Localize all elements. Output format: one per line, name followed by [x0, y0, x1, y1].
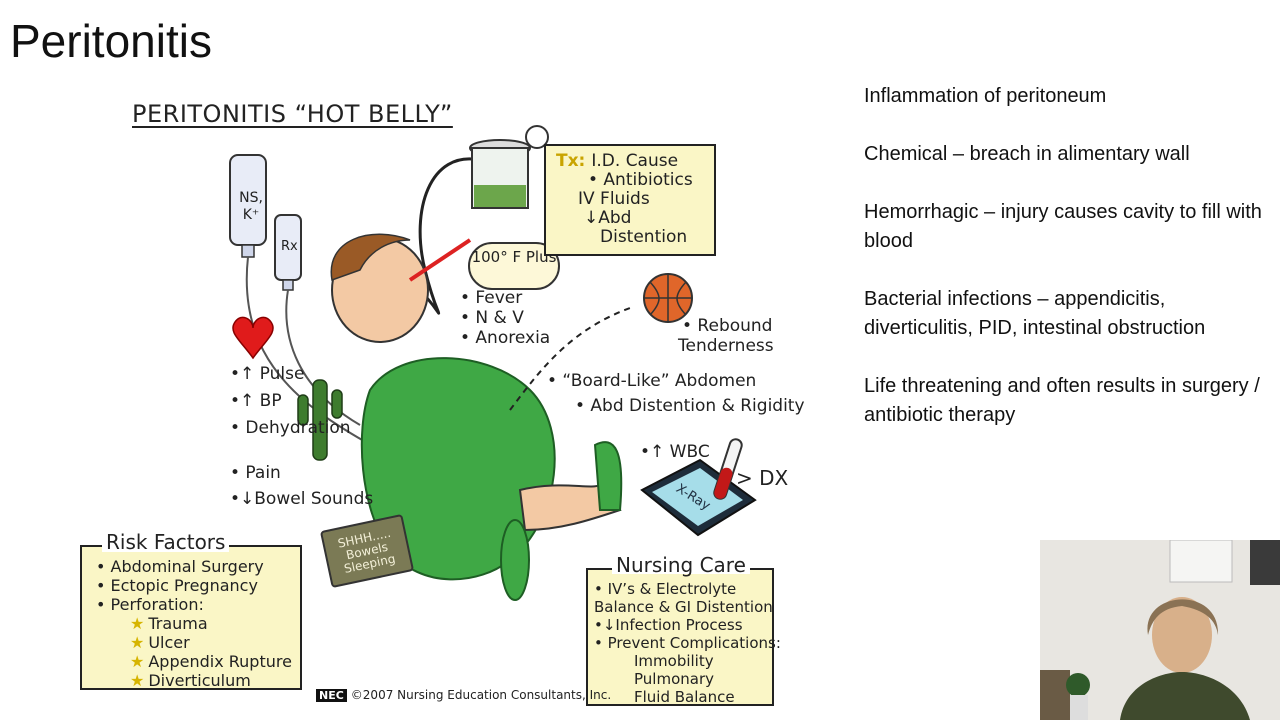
nursing-care-box: Nursing Care • IV’s & Electrolyte Balanc…	[586, 555, 781, 706]
risk-factors-box: Risk Factors • Abdominal Surgery • Ectop…	[80, 532, 302, 690]
rebound-label: • Rebound	[682, 316, 773, 336]
abd-distention-label: • Abd Distention & Rigidity	[575, 396, 805, 416]
star-icon: ★	[130, 614, 145, 633]
symptom-anorexia: • Anorexia	[460, 328, 551, 348]
nursing-care-sub-item: Pulmonary	[634, 670, 714, 688]
presenter-video-frame	[1040, 540, 1280, 720]
copyright: NEC©2007 Nursing Education Consultants, …	[316, 688, 611, 702]
symptom-fever: • Fever	[460, 288, 523, 308]
note-item: Inflammation of peritoneum	[864, 85, 1107, 107]
thermometer-label: 100° F Plus	[468, 242, 560, 290]
illustration-title: PERITONITIS “HOT BELLY”	[132, 100, 453, 128]
board-like-abdomen-label: • “Board-Like” Abdomen	[547, 371, 757, 391]
risk-sub-item: Trauma	[148, 614, 208, 633]
vital-bp: •↑ BP	[230, 391, 282, 411]
risk-factors-title: Risk Factors	[102, 532, 230, 552]
suction-canister-icon	[469, 125, 549, 209]
tx-line-4: ↓Abd	[584, 208, 632, 228]
note-item: Hemorrhagic – injury causes cavity to fi…	[864, 201, 1262, 252]
basketball-icon	[643, 273, 693, 323]
star-icon: ★	[130, 633, 145, 652]
risk-sub-item: Ulcer	[148, 633, 190, 652]
risk-sub-item: Appendix Rupture	[148, 652, 292, 671]
illustration-drawing	[229, 125, 757, 601]
dx-label: > DX	[736, 466, 789, 490]
test-tube-icon	[713, 438, 743, 500]
tx-line-1: I.D. Cause	[591, 151, 679, 171]
rx-bag-label: Rx	[281, 239, 298, 254]
nursing-care-item: Balance & GI Distention	[594, 598, 773, 616]
star-icon: ★	[130, 671, 145, 690]
risk-factor-item: • Ectopic Pregnancy	[96, 576, 258, 595]
note-item: Bacterial infections – appendicitis, div…	[864, 288, 1206, 339]
nursing-care-sub-item: Immobility	[634, 652, 714, 670]
cactus-icon	[297, 379, 343, 461]
treatment-box: Tx:I.D. Cause • Antibiotics IV Fluids ↓A…	[544, 144, 716, 256]
nursing-care-title: Nursing Care	[612, 555, 750, 575]
peritonitis-illustration: PERITONITIS “HOT BELLY” NS, K⁺ Rx 100° F…	[70, 90, 830, 715]
nursing-care-item: • IV’s & Electrolyte	[594, 580, 737, 598]
symptom-nausea: • N & V	[460, 308, 524, 328]
risk-sub-item: Diverticulum	[148, 671, 251, 690]
notes-list: Inflammation of peritoneum Chemical – br…	[864, 82, 1264, 459]
vital-pulse: •↑ Pulse	[230, 364, 305, 384]
xray-icon	[640, 458, 757, 537]
copyright-text: ©2007 Nursing Education Consultants, Inc…	[350, 688, 612, 702]
iv-bag-icon	[229, 154, 302, 291]
rebound-tenderness-label: Tenderness	[678, 336, 774, 356]
nursing-care-item: • Prevent Complications:	[594, 634, 781, 652]
tx-heading: Tx:	[556, 151, 586, 171]
nursing-care-item: •↓Infection Process	[594, 616, 743, 634]
vital-dehydration: • Dehydration	[230, 418, 351, 438]
wbc-label: •↑ WBC	[640, 442, 710, 462]
presenter-webcam	[1040, 540, 1280, 720]
star-icon: ★	[130, 652, 145, 671]
tx-line-3: IV Fluids	[578, 189, 650, 209]
note-item: Life threatening and often results in su…	[864, 375, 1260, 426]
slide-title: Peritonitis	[10, 15, 212, 67]
bowel-sounds-label: •↓Bowel Sounds	[230, 489, 374, 509]
nec-logo: NEC	[316, 689, 347, 702]
risk-factor-item: • Perforation:	[96, 595, 204, 614]
nursing-care-sub-item: Fluid Balance	[634, 688, 735, 706]
heart-icon	[232, 316, 274, 360]
iv-bag-label: NS, K⁺	[239, 190, 263, 223]
tx-line-5: Distention	[600, 227, 688, 247]
thermometer-icon	[408, 238, 472, 282]
risk-factor-item: • Abdominal Surgery	[96, 557, 264, 576]
note-item: Chemical – breach in alimentary wall	[864, 143, 1190, 165]
pain-label: • Pain	[230, 463, 281, 483]
tx-line-2: • Antibiotics	[588, 170, 693, 190]
